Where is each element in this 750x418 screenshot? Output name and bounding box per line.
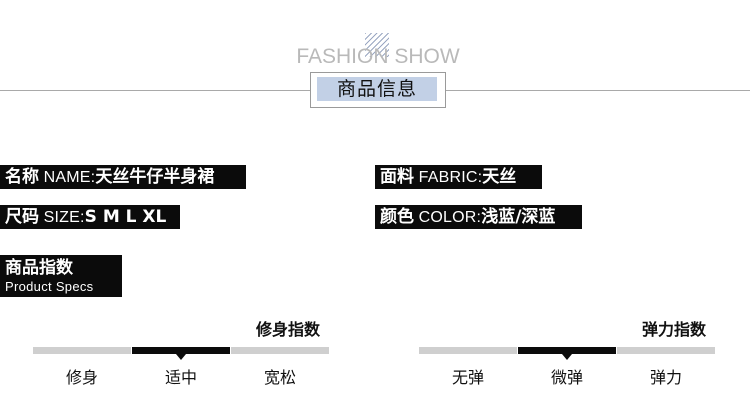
spec-color-tag: 颜色 COLOR:浅蓝/深蓝 — [375, 205, 582, 229]
spec-name-key: 名称 — [5, 167, 39, 187]
spec-size-label: SIZE: — [39, 209, 85, 226]
spec-name-value: 天丝牛仔半身裙 — [95, 167, 215, 187]
fit-meter-segment-0 — [33, 347, 131, 354]
header-title-box: 商品信息 — [310, 72, 446, 108]
fit-meter-segment-1 — [132, 347, 230, 354]
spec-fabric-value: 天丝 — [482, 167, 517, 187]
fit-meter-option-0: 修身 — [65, 368, 98, 387]
fit-meter-title: 修身指数 — [256, 320, 321, 339]
fit-meter-option-1: 适中 — [164, 368, 197, 387]
product-specs-title-cn: 商品指数 — [5, 258, 73, 278]
stretch-meter-option-0: 无弹 — [451, 368, 484, 387]
spec-name-label: NAME: — [39, 169, 96, 186]
spec-fabric-tag: 面料 FABRIC:天丝 — [375, 165, 542, 189]
spec-color-key: 颜色 — [380, 207, 414, 227]
spec-size-key: 尺码 — [5, 207, 39, 227]
stretch-meter-segment-0 — [419, 347, 517, 354]
header-title-cn: 商品信息 — [317, 77, 437, 101]
header-title-en: FASHION SHOW — [296, 45, 460, 68]
header-hatch-decoration — [365, 33, 389, 57]
fit-meter-segment-2 — [231, 347, 329, 354]
stretch-meter-pointer — [562, 354, 572, 360]
stretch-meter-segment-1 — [518, 347, 616, 354]
stretch-meter-title: 弹力指数 — [642, 320, 707, 339]
spec-fabric-key: 面料 — [380, 167, 414, 187]
spec-size-tag: 尺码 SIZE:S M L XL — [0, 205, 180, 229]
stretch-meter-option-2: 弹力 — [649, 368, 682, 387]
spec-name-tag: 名称 NAME:天丝牛仔半身裙 — [0, 165, 246, 189]
product-specs-title-en: Product Specs — [5, 279, 94, 294]
fit-meter-option-2: 宽松 — [263, 368, 296, 387]
product-specs-heading: 商品指数 Product Specs — [0, 255, 122, 297]
fit-meter-pointer — [176, 354, 186, 360]
spec-color-label: COLOR: — [414, 209, 482, 226]
spec-fabric-label: FABRIC: — [414, 169, 483, 186]
stretch-meter-option-1: 微弹 — [550, 368, 583, 387]
spec-color-value: 浅蓝/深蓝 — [481, 207, 556, 227]
spec-size-value: S M L XL — [84, 207, 167, 227]
stretch-meter-segment-2 — [617, 347, 715, 354]
